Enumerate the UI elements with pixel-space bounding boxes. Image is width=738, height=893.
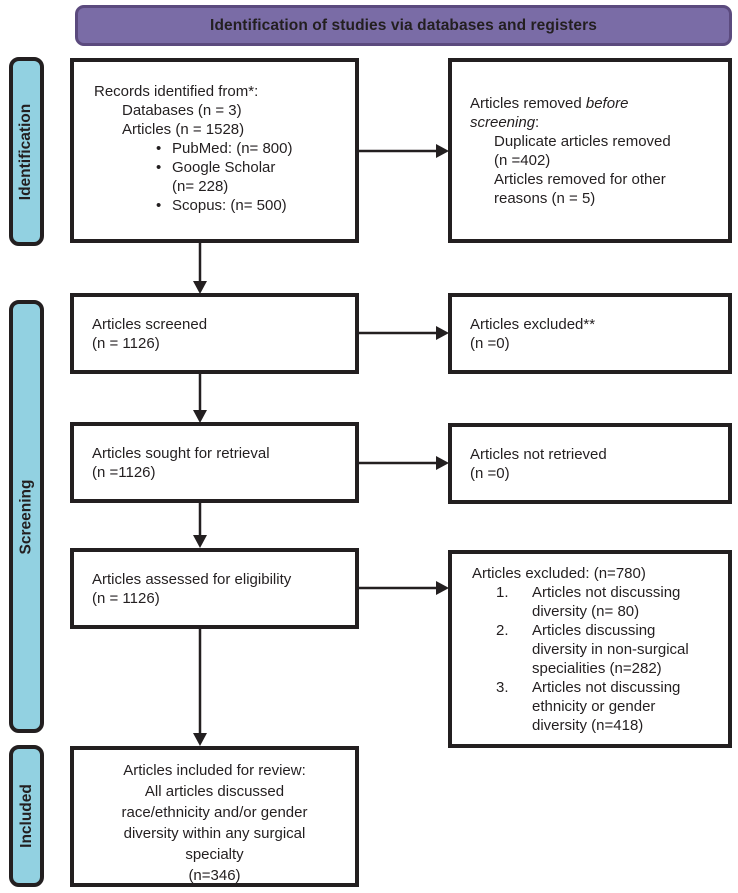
excluded2-item-3-line-2: ethnicity or gender [532,698,656,715]
records-line-2: Databases (n = 3) [122,102,242,119]
included-line-3: race/ethnicity and/or gender [121,804,308,821]
assessed-count: (n = 1126) [92,589,160,607]
excluded2-item-1: 1. Articles not discussing diversity (n=… [496,583,722,621]
not-retrieved-line-1: Articles not retrieved [470,445,607,463]
records-bullet-google-scholar: • Google Scholar (n= 228) [156,158,349,196]
diagram-title: Identification of studies via databases … [210,16,597,34]
box-articles-removed: Articles removed before screening: Dupli… [448,58,732,243]
excluded2-item-2: 2. Articles discussing diversity in non-… [496,621,722,678]
excluded2-item-2-line-3: specialities (n=282) [532,660,662,677]
excluded2-item-3: 3. Articles not discussing ethnicity or … [496,678,722,735]
excluded2-item-2-number: 2. [496,622,509,639]
records-bullet-pubmed-text: PubMed: (n= 800) [172,140,293,157]
included-count: (n=346) [188,867,241,884]
included-line-2: All articles discussed [144,783,285,800]
excluded1-line-1: Articles excluded** [470,315,596,333]
removed-sub-duplicates: Duplicate articles removed (n =402) [494,132,728,170]
arrow-assessed-to-excluded2 [359,581,449,595]
removed-sub-other-reasons: Articles removed for other reasons (n = … [494,170,728,208]
included-line-4: diversity within any surgical [123,825,306,842]
excluded2-title: Articles excluded: (n=780) [472,565,646,582]
arrow-assessed-to-included [193,629,207,746]
excluded2-item-3-line-1: Articles not discussing [532,679,681,696]
removed-line-1-italic: before [585,94,629,112]
sought-line-1: Articles sought for retrieval [92,444,270,462]
removed-line-1: Articles removed before [470,94,728,113]
arrow-screened-to-excluded [359,326,449,340]
records-bullet-google-line-1: Google Scholar [172,159,276,176]
assessed-line-1: Articles assessed for eligibility [92,570,292,588]
screened-line-1: Articles screened [92,315,208,333]
excluded2-item-3-line-3: diversity (n=418) [532,717,644,734]
box-articles-screened: Articles screened (n = 1126) [70,293,359,374]
included-line-1: Articles included for review: [123,762,306,779]
arrow-records-to-screened [193,243,207,294]
arrow-screened-to-sought [193,374,207,423]
included-line-5: specialty [185,846,244,863]
stage-screening-label: Screening [17,479,35,554]
box-articles-excluded-eligibility: Articles excluded: (n=780) 1. Articles n… [448,550,732,748]
removed-other-line-1: Articles removed for other [494,170,666,188]
bullet-icon: • [156,197,162,214]
arrow-records-to-removed [359,144,449,158]
excluded2-item-1-number: 1. [496,584,509,601]
records-bullet-google-line-2: (n= 228) [172,178,229,195]
excluded1-count: (n =0) [470,334,510,352]
arrow-sought-to-assessed [193,503,207,548]
bullet-icon: • [156,159,162,176]
box-articles-excluded-screening: Articles excluded** (n =0) [448,293,732,374]
excluded2-item-2-line-1: Articles discussing [532,622,656,639]
records-bullet-scopus-text: Scopus: (n= 500) [172,197,287,214]
stage-identification-label: Identification [17,103,35,200]
removed-duplicates-line-1: Duplicate articles removed [494,132,671,150]
stage-screening: Screening [9,300,44,733]
excluded2-item-2-line-2: diversity in non-surgical [532,641,689,658]
screened-count: (n = 1126) [92,334,160,352]
stage-identification: Identification [9,57,44,246]
box-records-identified: Records identified from*: Databases (n =… [70,58,359,243]
records-bullet-scopus: • Scopus: (n= 500) [156,196,349,215]
stage-included-label: Included [17,784,35,848]
excluded2-item-3-number: 3. [496,679,509,696]
excluded2-item-1-line-1: Articles not discussing [532,584,681,601]
removed-other-line-2: reasons (n = 5) [494,189,596,207]
box-articles-included: Articles included for review: All articl… [70,746,359,887]
box-articles-not-retrieved: Articles not retrieved (n =0) [448,423,732,504]
removed-line-2-normal: : [535,113,540,131]
stage-included: Included [9,745,44,887]
removed-line-2-italic: screening [470,113,536,131]
excluded2-item-1-line-2: diversity (n= 80) [532,603,640,620]
records-line-3: Articles (n = 1528) [122,121,245,138]
arrow-sought-to-not-retrieved [359,456,449,470]
box-articles-assessed: Articles assessed for eligibility (n = 1… [70,548,359,629]
removed-duplicates-line-2: (n =402) [494,151,551,169]
not-retrieved-count: (n =0) [470,464,510,482]
diagram-title-banner: Identification of studies via databases … [75,5,732,46]
removed-line-2: screening: [470,113,728,132]
sought-count: (n =1126) [92,463,156,481]
box-articles-sought: Articles sought for retrieval (n =1126) [70,422,359,503]
records-bullet-pubmed: • PubMed: (n= 800) [156,139,349,158]
removed-line-1-normal: Articles removed [470,94,586,112]
records-line-1: Records identified from*: [94,83,259,100]
bullet-icon: • [156,140,162,157]
